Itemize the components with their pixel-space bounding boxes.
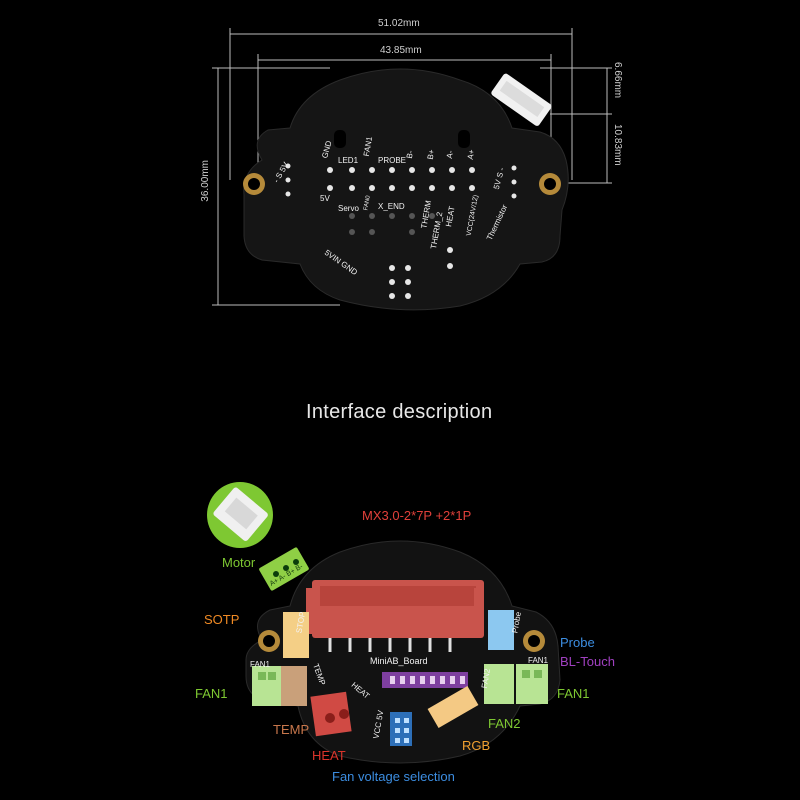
silk-5v: 5V [320, 194, 330, 203]
callout-bl-touch: BL-Touch [560, 654, 615, 669]
silk-fan1-left: FAN1 [250, 660, 271, 669]
dim-offset-top: 6.66mm [612, 62, 623, 99]
dim-offset-mid: 10.83mm [612, 124, 623, 166]
callout-probe: Probe [560, 635, 595, 650]
silk-probe: PROBE [378, 156, 407, 165]
dim-width-outer: 51.02mm [378, 18, 420, 29]
probe-connector [488, 610, 514, 650]
dim-width-inner: 43.85mm [380, 45, 422, 56]
callout-fan2: FAN2 [488, 716, 521, 731]
callout-rgb: RGB [462, 738, 491, 753]
section-title: Interface description [306, 401, 493, 423]
callout-motor: Motor [222, 555, 256, 570]
top-vias [349, 213, 435, 235]
top-pin-grid [285, 163, 517, 299]
silk-x-end: X_END [378, 202, 405, 211]
motor-connector-top [491, 73, 552, 126]
fan1-left-connector [252, 666, 282, 706]
rgb-connector [427, 685, 479, 729]
callout-sotp: SOTP [204, 612, 240, 627]
callout-heat: HEAT [312, 748, 346, 763]
callout-fan1-right: FAN1 [557, 686, 590, 701]
fan2-connector [484, 664, 514, 704]
stop-connector [283, 612, 309, 658]
callout-fan-voltage: Fan voltage selection [332, 769, 455, 784]
callout-fan1-left: FAN1 [195, 686, 228, 701]
temp-connector [281, 666, 307, 706]
callout-temp: TEMP [273, 722, 310, 737]
dimension-lines [212, 28, 612, 306]
connector-title: MX3.0-2*7P +2*1P [362, 508, 472, 523]
fan1-right-connector [516, 664, 548, 704]
silk-led1: LED1 [338, 156, 359, 165]
top-pcb [243, 68, 569, 311]
silk-servo: Servo [338, 204, 359, 213]
silk-fan1-right: FAN1 [528, 656, 549, 665]
silk-board-name: MiniAB_Board [370, 656, 428, 666]
